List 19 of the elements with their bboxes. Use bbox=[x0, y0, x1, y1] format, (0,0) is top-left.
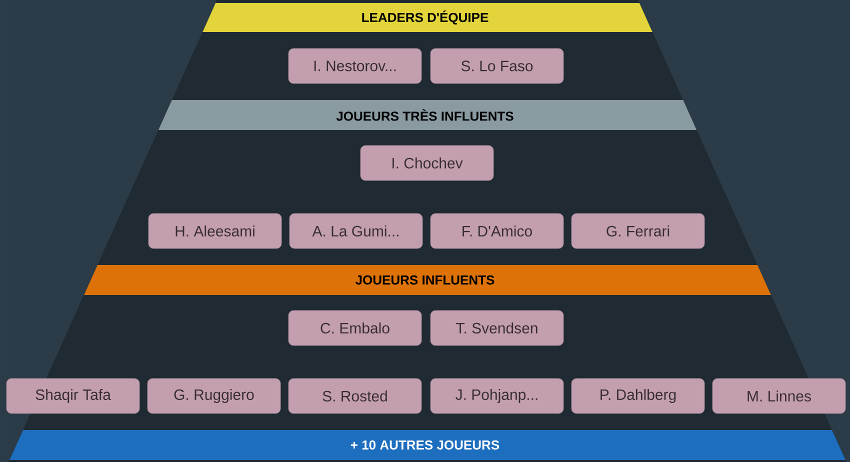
player-box: T. Svendsen bbox=[430, 310, 564, 346]
player-box: G. Ruggiero bbox=[147, 378, 281, 414]
player-box: S. Lo Faso bbox=[430, 48, 564, 84]
tier-band: JOUEURS INFLUENTS bbox=[84, 264, 771, 295]
player-box: I. Chochev bbox=[360, 145, 494, 181]
tier-band: JOUEURS TRÈS INFLUENTS bbox=[158, 100, 697, 130]
player-box: Shaqir Tafa bbox=[6, 378, 140, 414]
player-box: H. Aleesami bbox=[148, 213, 282, 249]
player-box: P. Dahlberg bbox=[571, 378, 705, 414]
tier-band: + 10 AUTRES JOUEURS bbox=[10, 430, 846, 460]
player-box: F. D'Amico bbox=[430, 213, 564, 249]
player-box: S. Rosted bbox=[288, 378, 422, 414]
player-box: C. Embalo bbox=[288, 310, 422, 346]
player-box: G. Ferrari bbox=[571, 213, 705, 249]
player-box: M. Linnes bbox=[712, 378, 846, 414]
player-box: I. Nestorov... bbox=[288, 48, 422, 84]
tier-band: LEADERS D'ÉQUIPE bbox=[202, 3, 652, 32]
player-box: A. La Gumi... bbox=[289, 213, 423, 249]
player-box: J. Pohjanp... bbox=[430, 378, 564, 414]
